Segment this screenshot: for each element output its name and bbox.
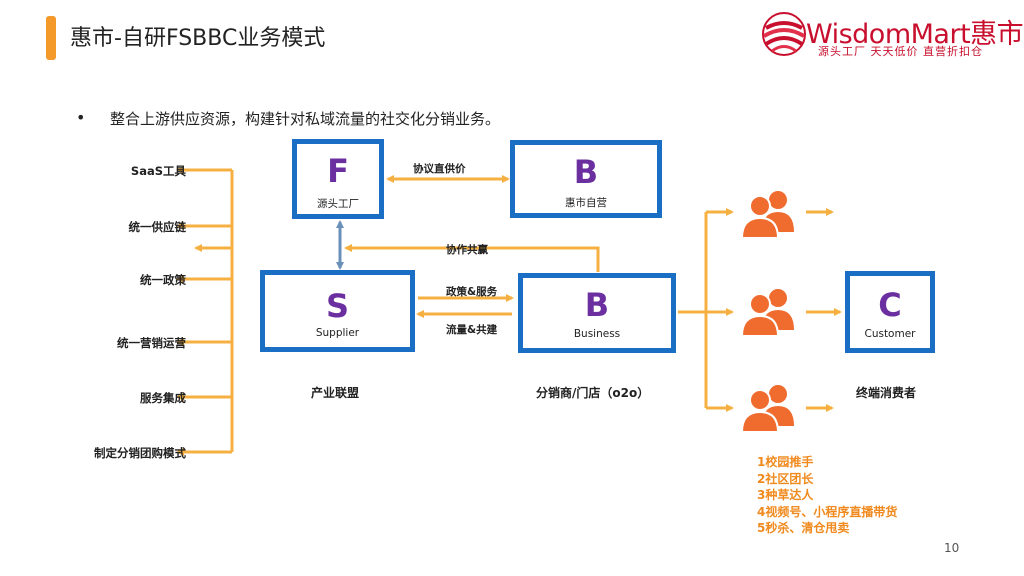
title-accent-bar	[46, 16, 56, 60]
channel-item: 1校园推手	[757, 455, 814, 469]
left-item-supply-chain: 统一供应链	[128, 220, 187, 234]
left-item-marketing: 统一营销运营	[117, 336, 186, 350]
box-bmid-label: Business	[573, 328, 621, 340]
channel-item: 2社区团长	[757, 471, 814, 486]
edge-label-win-win: 协作共赢	[446, 244, 488, 256]
caption-distributors: 分销商/门店（o2o）	[536, 386, 650, 400]
logo-slogan: 源头工厂 天天低价 直营折扣仓	[818, 45, 983, 58]
caption-industry-alliance: 产业联盟	[311, 386, 360, 400]
logo-wordmark: WisdomMart惠市	[806, 19, 1024, 50]
box-s-label: Supplier	[315, 327, 360, 339]
people-group-icon	[740, 385, 794, 433]
box-f-factory: F 源头工厂	[292, 139, 384, 219]
edge-label-policy-service: 政策&服务	[446, 286, 498, 298]
channel-list: 1校园推手 2社区团长 3种草达人 4视频号、小程序直播带货 5秒杀、清仓甩卖	[757, 454, 897, 537]
box-b-business: B Business	[518, 273, 676, 353]
left-item-policy: 统一政策	[140, 273, 186, 287]
bullet-text: 整合上游供应资源，构建针对私域流量的社交化分销业务。	[110, 110, 501, 128]
arrow-win-win	[344, 244, 600, 272]
box-s-letter: S	[325, 287, 350, 325]
box-c-label: Customer	[864, 328, 916, 340]
box-c-customer: C Customer	[845, 271, 935, 353]
box-b-self-operated: B 惠市自营	[510, 140, 662, 218]
page-number: 10	[944, 541, 960, 555]
box-f-label: 源头工厂	[317, 198, 359, 210]
people-group-icon	[740, 191, 794, 239]
box-btop-label: 惠市自营	[565, 197, 607, 209]
box-s-supplier: S Supplier	[260, 270, 415, 352]
edge-label-traffic-cobuild: 流量&共建	[446, 324, 498, 336]
channel-item: 4视频号、小程序直播带货	[757, 504, 898, 519]
edge-label-direct-price: 协议直供价	[413, 163, 466, 175]
wisdommart-logo-icon	[762, 12, 806, 56]
page-title: 惠市-自研FSBBC业务模式	[70, 26, 326, 51]
bullet-dot: •	[76, 108, 86, 127]
channel-item: 5秒杀、清仓甩卖	[757, 521, 850, 535]
box-c-letter: C	[878, 286, 902, 324]
people-group-icon	[740, 289, 794, 337]
box-btop-letter: B	[573, 153, 599, 191]
box-f-letter: F	[327, 152, 349, 190]
left-item-saas: SaaS工具	[130, 164, 186, 178]
left-item-service: 服务集成	[140, 391, 186, 405]
channel-item: 3种草达人	[757, 488, 814, 502]
left-item-distribution-mode: 制定分销团购模式	[94, 446, 186, 460]
caption-end-consumers: 终端消费者	[856, 386, 917, 400]
box-bmid-letter: B	[584, 286, 610, 324]
